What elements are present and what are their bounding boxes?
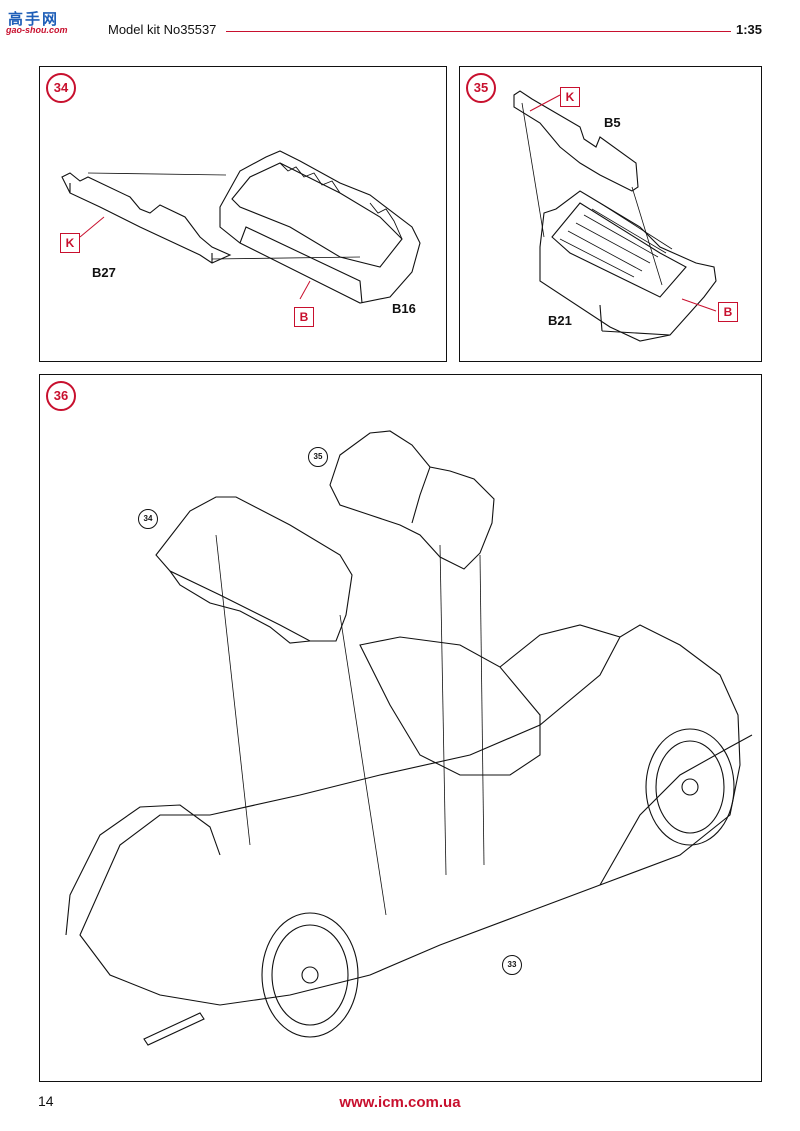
brand-logo: 高手网 gao-shou.com [6, 8, 98, 52]
part-label-b21: B21 [548, 313, 572, 328]
scale-label: 1:35 [736, 22, 763, 37]
marking-b-tag: B [294, 307, 314, 327]
front-seat-shape [329, 430, 495, 570]
step-35-badge: 35 [466, 73, 496, 103]
step-34-drawing [61, 150, 421, 304]
rear-fender-shape [65, 804, 221, 936]
marking-k-tag: K [60, 233, 80, 253]
logo-text: 高手网 [8, 10, 60, 28]
step-35-drawing [513, 90, 717, 342]
step-35-panel: 35 K B B5 B21 [459, 66, 762, 362]
front-fender-shape [599, 734, 753, 886]
step-ref-34: 34 [138, 509, 158, 529]
step-34-panel: 34 K B B27 B16 [39, 66, 447, 362]
part-b21-shape [539, 190, 717, 342]
part-b27-shape [61, 172, 232, 264]
step-36-panel: 36 35 34 33 [39, 374, 762, 1082]
step-ref-33: 33 [502, 955, 522, 975]
part-label-b5: B5 [604, 115, 621, 130]
page-number: 14 [38, 1093, 54, 1109]
rear-wheel-shape [261, 912, 359, 1038]
rear-seat-shape [155, 496, 353, 642]
front-wheel-shape [645, 728, 735, 846]
step-36-drawing [65, 430, 753, 1046]
step-36-badge: 36 [46, 381, 76, 411]
part-b16-shape [219, 150, 421, 304]
footer-url[interactable]: www.icm.com.ua [339, 1094, 461, 1111]
logo-url: gao-shou.com [6, 25, 68, 35]
part-label-b16: B16 [392, 301, 416, 316]
page-title: Model kit No35537 [108, 22, 217, 37]
step-ref-35: 35 [308, 447, 328, 467]
part-b5-shape [513, 90, 639, 192]
part-label-b27: B27 [92, 265, 116, 280]
car-body-shape [79, 624, 741, 1006]
marking-k-tag: K [560, 87, 580, 107]
header-divider [226, 31, 731, 32]
marking-b-tag: B [718, 302, 738, 322]
step-34-badge: 34 [46, 73, 76, 103]
